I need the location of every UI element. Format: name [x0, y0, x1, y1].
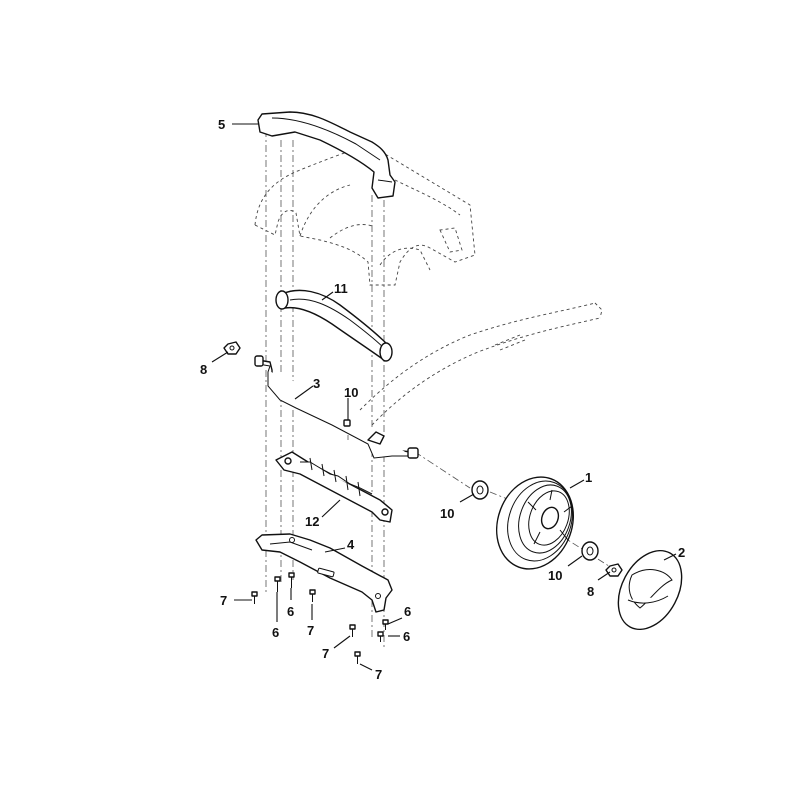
bearing-outer	[581, 541, 599, 561]
screw-7c	[349, 624, 356, 637]
callout-labels: 5 11 8 3 10 1 10 12 4 2 10 8 7 6 6 7 6 6…	[200, 117, 685, 682]
callout-1: 1	[585, 470, 592, 485]
leader-lines	[211, 123, 677, 671]
callout-10-inner: 10	[440, 506, 454, 521]
height-adjust-plate	[255, 533, 393, 613]
screws	[251, 572, 389, 664]
callout-6-a: 6	[272, 625, 279, 640]
callout-11: 11	[334, 281, 348, 296]
callout-2: 2	[678, 545, 685, 560]
callout-6-c: 6	[404, 604, 411, 619]
screw-7d	[354, 651, 361, 664]
callout-9: 10	[344, 385, 358, 400]
pin	[343, 419, 351, 427]
callout-7-c: 7	[322, 646, 329, 661]
screw-6d	[377, 631, 384, 642]
callout-8-upper: 8	[200, 362, 207, 377]
wheel	[495, 476, 575, 570]
rear-bracket	[275, 451, 393, 523]
callout-3: 3	[313, 376, 320, 391]
axle	[254, 355, 419, 459]
screw-7a	[251, 591, 258, 604]
callout-7-d: 7	[375, 667, 382, 682]
mower-deck-outline	[254, 144, 476, 286]
screw-6b	[288, 572, 295, 588]
callout-7-b: 7	[307, 623, 314, 638]
hub-cap	[617, 549, 683, 631]
callout-8-lower: 8	[587, 584, 594, 599]
rear-flap	[275, 289, 393, 362]
nut-lower	[605, 563, 623, 577]
nut-upper	[223, 341, 241, 355]
screw-7b	[309, 589, 316, 602]
screw-6a	[274, 576, 281, 592]
callout-10-outer: 10	[548, 568, 562, 583]
callout-12: 12	[305, 514, 319, 529]
rear-handle-cover	[257, 111, 396, 199]
callout-6-d: 6	[403, 629, 410, 644]
screw-6c	[382, 619, 389, 630]
callout-7-a: 7	[220, 593, 227, 608]
callout-6-b: 6	[287, 604, 294, 619]
push-handle-outline	[359, 302, 603, 426]
callout-5: 5	[218, 117, 225, 132]
bearing-inner	[471, 480, 489, 500]
callout-4: 4	[347, 537, 355, 552]
assembly-axes	[265, 130, 613, 650]
